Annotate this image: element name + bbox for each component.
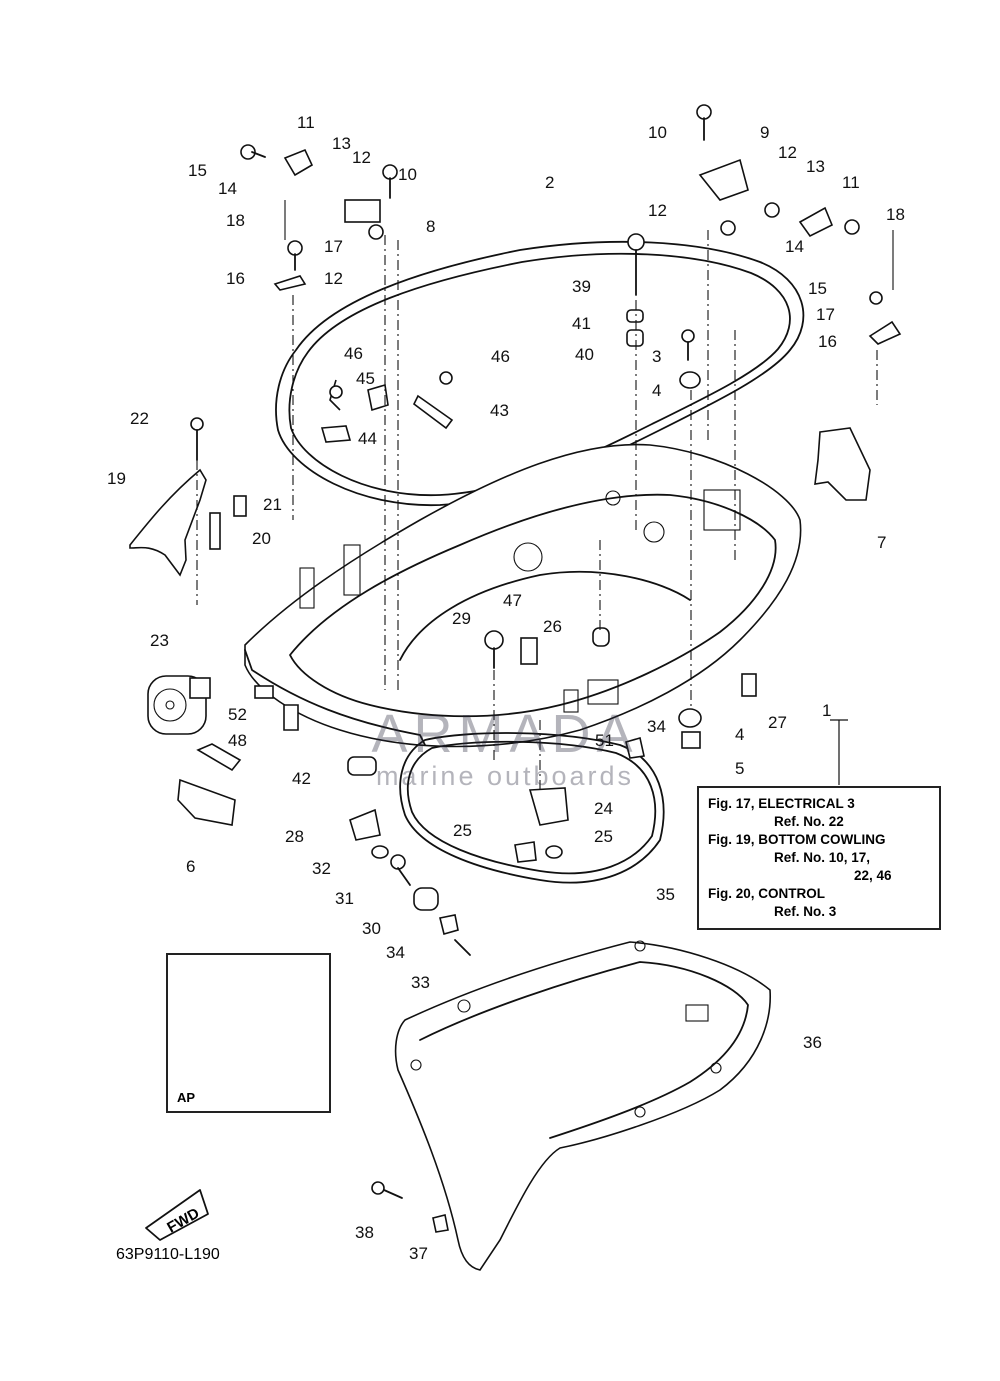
callout-29: 29 xyxy=(452,609,471,628)
callout-21: 21 xyxy=(263,495,282,514)
callout-37: 37 xyxy=(409,1244,428,1263)
bottom-cowling-part xyxy=(244,443,802,748)
callout-36: 36 xyxy=(803,1033,822,1052)
callout-16: 16 xyxy=(226,269,245,288)
callout-15b: 15 xyxy=(808,279,827,298)
callout-4: 4 xyxy=(652,381,661,400)
callout-31: 31 xyxy=(335,889,354,908)
callout-25: 25 xyxy=(453,821,472,840)
callout-4b: 4 xyxy=(735,725,744,744)
reference-box: Fig. 17, ELECTRICAL 3 Ref. No. 22 Fig. 1… xyxy=(697,786,941,930)
callout-27: 27 xyxy=(768,713,787,732)
callout-14: 14 xyxy=(218,179,237,198)
callout-3: 3 xyxy=(652,347,661,366)
callout-34: 34 xyxy=(386,943,405,962)
callout-18b: 18 xyxy=(886,205,905,224)
callout-47: 47 xyxy=(503,591,522,610)
callout-6: 6 xyxy=(186,857,195,876)
callout-51: 51 xyxy=(595,731,614,750)
bottom-seal-part xyxy=(399,732,665,884)
callout-9: 9 xyxy=(760,123,769,142)
callout-35: 35 xyxy=(656,885,675,904)
callout-12: 12 xyxy=(352,148,371,167)
connector-part xyxy=(147,675,211,735)
callout-24: 24 xyxy=(594,799,613,818)
callout-52: 52 xyxy=(228,705,247,724)
ref-number-2a: Ref. No. 10, 17, xyxy=(774,850,871,865)
callout-8: 8 xyxy=(426,217,435,236)
callout-15: 15 xyxy=(188,161,207,180)
callout-10b: 10 xyxy=(648,123,667,142)
callout-16b: 16 xyxy=(818,332,837,351)
fwd-label: FWD xyxy=(164,1205,202,1237)
bracket-part xyxy=(814,427,871,501)
callout-33: 33 xyxy=(411,973,430,992)
assembly-guide-lines xyxy=(196,230,878,790)
ref-figure-1: Fig. 17, ELECTRICAL 3 xyxy=(708,796,855,811)
ref-figure-3: Fig. 20, CONTROL xyxy=(708,886,826,901)
ref-number-1: Ref. No. 22 xyxy=(774,814,844,829)
callout-41: 41 xyxy=(572,314,591,333)
callout-40: 40 xyxy=(575,345,594,364)
ref-number-2b: 22, 46 xyxy=(854,868,892,883)
callout-12d: 12 xyxy=(648,201,667,220)
ap-inset-box: AP xyxy=(166,953,331,1113)
small-fasteners-parts xyxy=(145,104,902,1241)
callout-42: 42 xyxy=(292,769,311,788)
callout-12c: 12 xyxy=(778,143,797,162)
callout-25b: 25 xyxy=(594,827,613,846)
callout-43: 43 xyxy=(490,401,509,420)
callout-32: 32 xyxy=(312,859,331,878)
callout-45: 45 xyxy=(356,369,375,388)
callout-18: 18 xyxy=(226,211,245,230)
callout-13: 13 xyxy=(332,134,351,153)
callout-13b: 13 xyxy=(806,157,825,176)
drawing-code: 63P9110-L190 xyxy=(116,1246,220,1263)
ref-figure-2: Fig. 19, BOTTOM COWLING xyxy=(708,832,886,847)
callout-17b: 17 xyxy=(816,305,835,324)
side-cover-part xyxy=(129,468,207,577)
callout-11b: 11 xyxy=(842,173,860,192)
callout-22: 22 xyxy=(130,409,149,428)
callout-26: 26 xyxy=(543,617,562,636)
callout-14b: 14 xyxy=(785,237,804,256)
callout-5: 5 xyxy=(735,759,744,778)
callout-23: 23 xyxy=(150,631,169,650)
seal-ring-part xyxy=(275,240,805,506)
callout-38: 38 xyxy=(355,1223,374,1242)
callout-11: 11 xyxy=(297,113,315,132)
callout-48: 48 xyxy=(228,731,247,750)
cover-part xyxy=(177,743,242,826)
callout-46: 46 xyxy=(344,344,363,363)
callout-39: 39 xyxy=(572,277,591,296)
callout-44: 44 xyxy=(358,429,377,448)
ap-label: AP xyxy=(177,1090,196,1105)
lower-casing-part xyxy=(394,940,771,1271)
callout-30: 30 xyxy=(362,919,381,938)
callout-12b: 12 xyxy=(324,269,343,288)
callout-2: 2 xyxy=(545,173,554,192)
callout-46b: 46 xyxy=(491,347,510,366)
callout-20: 20 xyxy=(252,529,271,548)
ref-number-3: Ref. No. 3 xyxy=(774,904,837,919)
callout-34b: 34 xyxy=(647,717,666,736)
callout-7: 7 xyxy=(877,533,886,552)
callout-17: 17 xyxy=(324,237,343,256)
callout-28: 28 xyxy=(285,827,304,846)
callout-19: 19 xyxy=(107,469,126,488)
callout-1: 1 xyxy=(822,701,831,720)
callout-10: 10 xyxy=(398,165,417,184)
callout-labels: 1 2 3 4 4 5 6 7 8 9 10 10 11 11 12 12 12… xyxy=(107,113,905,1263)
